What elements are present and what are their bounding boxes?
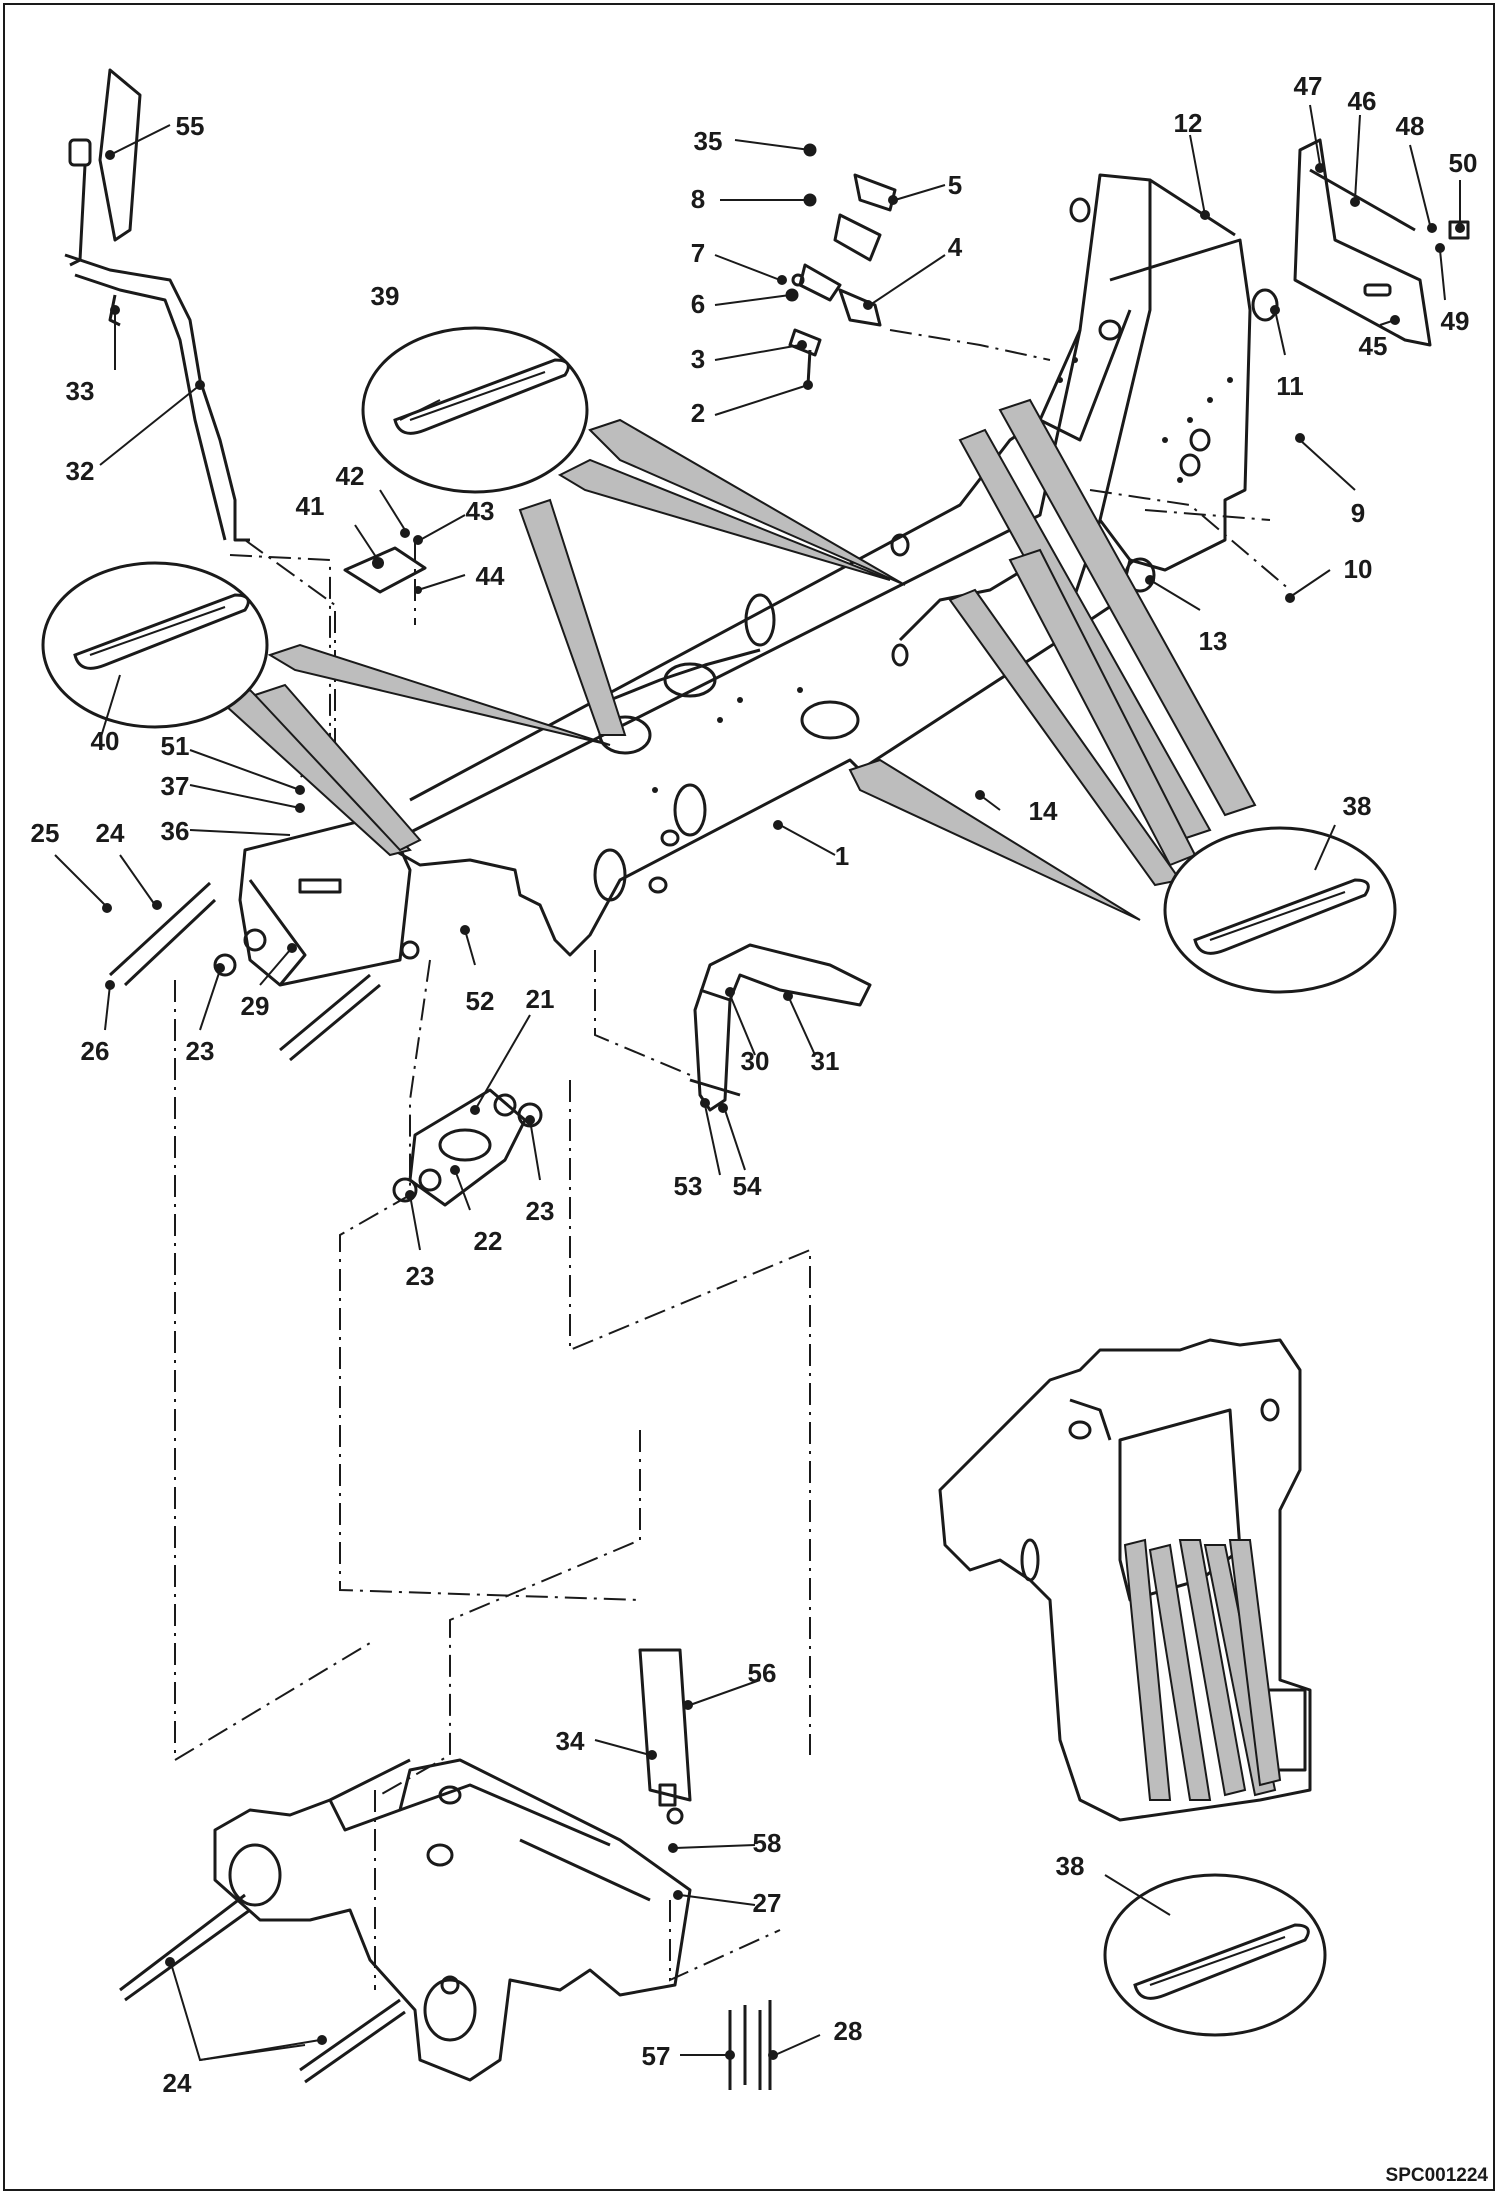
- callout-41: 41: [296, 491, 325, 521]
- callout-1: 1: [835, 841, 849, 871]
- callout-3: 3: [691, 344, 705, 374]
- callout-38-top: 38: [1343, 791, 1372, 821]
- callout-33: 33: [66, 376, 95, 406]
- callout-38-inset: 38: [1056, 1851, 1085, 1881]
- callout-51: 51: [161, 731, 190, 761]
- callout-37: 37: [161, 771, 190, 801]
- main-frame: [383, 173, 1252, 957]
- callout-43: 43: [466, 496, 495, 526]
- callout-31: 31: [811, 1046, 840, 1076]
- lower-axle-frame: [119, 1758, 692, 2084]
- callout-40: 40: [91, 726, 120, 756]
- callout-25: 25: [31, 818, 60, 848]
- callout-22: 22: [474, 1226, 503, 1256]
- link-plate: [392, 1088, 543, 1207]
- callout-58: 58: [753, 1828, 782, 1858]
- callout-52: 52: [466, 986, 495, 1016]
- callout-23: 23: [186, 1036, 215, 1066]
- drawing-border: [3, 3, 1495, 2191]
- callout-23-link: 23: [526, 1196, 555, 1226]
- callout-24: 24: [96, 818, 125, 848]
- cover-plate: [343, 546, 427, 594]
- callout-8: 8: [691, 184, 705, 214]
- right-bracket: [1124, 138, 1470, 593]
- callout-49: 49: [1441, 306, 1470, 336]
- callout-50: 50: [1449, 148, 1478, 178]
- callout-44: 44: [476, 561, 505, 591]
- callout-12: 12: [1174, 108, 1203, 138]
- callout-4: 4: [948, 232, 963, 262]
- handle-assembly: [689, 943, 872, 1112]
- callout-29: 29: [241, 991, 270, 1021]
- callout-labels: 55 33 32 39 42 41 43 44 40 51 37 36 25 2…: [31, 71, 1478, 2098]
- callout-24-lower: 24: [163, 2068, 192, 2098]
- callout-14: 14: [1029, 796, 1058, 826]
- callout-6: 6: [691, 289, 705, 319]
- callout-30: 30: [741, 1046, 770, 1076]
- front-plate-assembly: [108, 813, 420, 1062]
- callout-53: 53: [674, 1171, 703, 1201]
- callout-32: 32: [66, 456, 95, 486]
- callout-23-lower: 23: [406, 1261, 435, 1291]
- callout-7: 7: [691, 238, 705, 268]
- callout-35: 35: [694, 126, 723, 156]
- callout-34: 34: [556, 1726, 585, 1756]
- callout-9: 9: [1351, 498, 1365, 528]
- callout-28: 28: [834, 2016, 863, 2046]
- callout-5: 5: [948, 170, 962, 200]
- callout-39: 39: [371, 281, 400, 311]
- callout-10: 10: [1344, 554, 1373, 584]
- callout-57: 57: [642, 2041, 671, 2071]
- callout-45: 45: [1359, 331, 1388, 361]
- drawing-reference-code: SPC001224: [1386, 2165, 1489, 2186]
- callout-47: 47: [1294, 71, 1323, 101]
- callout-27: 27: [753, 1888, 782, 1918]
- bracket-56-and-bolts: [638, 1648, 772, 2090]
- callout-55: 55: [176, 111, 205, 141]
- callout-48: 48: [1396, 111, 1425, 141]
- callout-42: 42: [336, 461, 365, 491]
- callout-36: 36: [161, 816, 190, 846]
- highlight-rays: [223, 398, 1282, 1801]
- leader-lines: [54, 104, 1465, 2062]
- callout-56: 56: [748, 1658, 777, 1688]
- callout-11: 11: [1276, 371, 1304, 401]
- callout-13: 13: [1199, 626, 1228, 656]
- detail-bubbles: [41, 326, 1397, 2037]
- callout-26: 26: [81, 1036, 110, 1066]
- callout-54: 54: [733, 1171, 762, 1201]
- callout-2: 2: [691, 398, 705, 428]
- callout-21: 21: [526, 984, 555, 1014]
- callout-46: 46: [1348, 86, 1377, 116]
